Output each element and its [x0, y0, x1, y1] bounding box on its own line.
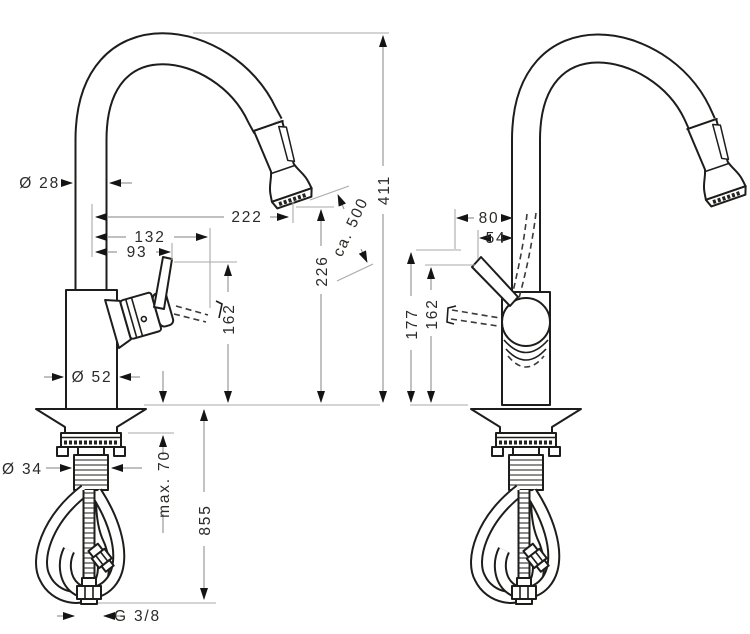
label-pullout-hose-length: ca. 500 — [330, 195, 372, 260]
dimension-handle-height-side: 162 — [221, 264, 238, 403]
dimension-reach-mid: 132 — [95, 229, 208, 246]
front-view-spray-dock-rings — [503, 339, 549, 368]
front-view-pullout-hose-dashed — [511, 212, 537, 299]
dimension-pullout-hose-length: ca. 500 — [330, 194, 372, 263]
dimension-supply-hose-length: 855 — [197, 409, 214, 600]
front-view-undersink — [471, 409, 581, 604]
label-body-diameter: Ø 52 — [72, 369, 113, 386]
dimension-max-counter-thickness: max. 70 — [156, 371, 173, 533]
front-view-handle-ball — [501, 297, 551, 347]
label-shank-diameter: Ø 34 — [2, 461, 43, 478]
dimension-shank-diameter: Ø 34 — [2, 461, 142, 478]
side-view-handle-lever — [153, 256, 173, 310]
label-handle-height-side: 162 — [221, 303, 238, 334]
label-handle-swing-width: 80 — [479, 210, 500, 227]
front-view-handle-swing-dashed — [446, 305, 501, 327]
side-view-sprayhead — [246, 117, 317, 212]
side-view-faucet — [65, 32, 317, 410]
extension-lines — [91, 32, 479, 604]
label-handle-tip-height: 177 — [404, 308, 421, 339]
front-view-handle-lever — [471, 256, 519, 307]
label-handle-reach: 93 — [127, 244, 148, 261]
label-spout-reach: 222 — [231, 209, 262, 226]
label-handle-height-front: 162 — [424, 298, 441, 329]
dimension-body-diameter: Ø 52 — [44, 369, 140, 386]
front-view-faucet — [446, 33, 750, 406]
dimension-handle-swing-width: 80 — [456, 210, 513, 227]
side-view-handle — [104, 291, 175, 350]
dimension-connection-thread: G 3/8 — [57, 608, 161, 625]
label-connection-thread: G 3/8 — [114, 608, 161, 625]
dimension-handle-height-front: 162 — [424, 267, 441, 403]
label-outlet-height: 226 — [314, 255, 331, 286]
side-view-handle-swing-dashed — [173, 300, 223, 323]
label-spout-pipe-diameter: Ø 28 — [19, 175, 60, 192]
dimension-handle-tip-height: 177 — [404, 252, 421, 403]
dimension-handle-reach: 93 — [95, 244, 171, 261]
label-total-height: 411 — [376, 175, 393, 205]
side-view-undersink — [36, 409, 146, 604]
dimension-outlet-height: 226 — [314, 209, 331, 403]
dimension-spout-reach: 222 — [95, 209, 289, 226]
dimension-total-height: 411 — [376, 35, 393, 403]
label-reach-mid: 132 — [134, 229, 165, 246]
front-view-sprayhead — [680, 115, 750, 210]
dimension-spout-pipe-diameter: Ø 28 — [19, 175, 132, 192]
label-supply-hose-length: 855 — [197, 504, 214, 535]
dimension-handle-width: 54 — [479, 230, 513, 247]
label-handle-width: 54 — [486, 230, 507, 247]
label-max-counter-thickness: max. 70 — [156, 450, 173, 518]
